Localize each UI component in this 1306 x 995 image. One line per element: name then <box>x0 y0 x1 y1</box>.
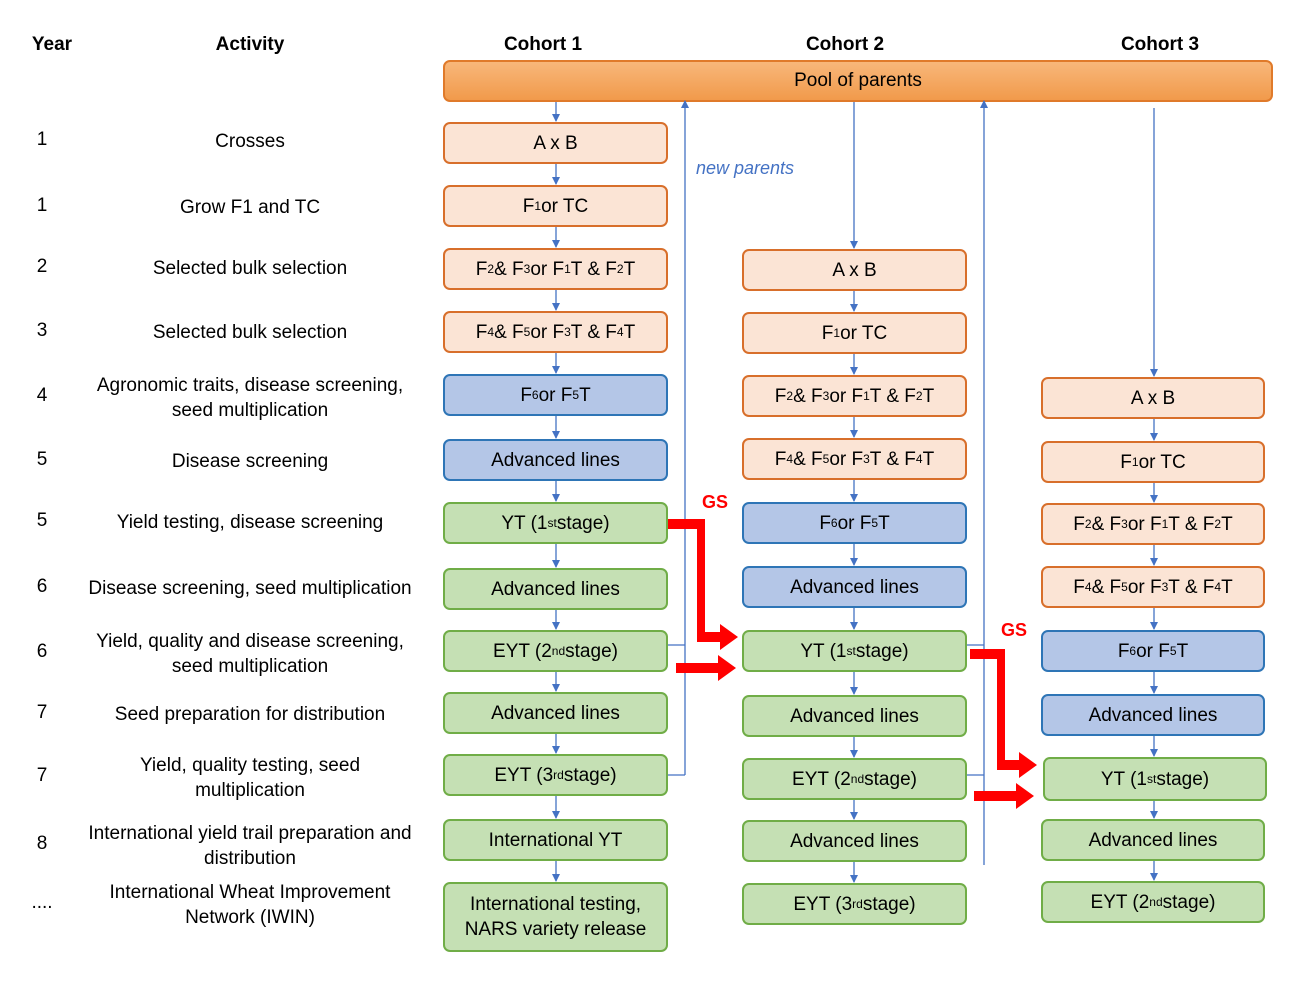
c1-adv3-box: Advanced lines <box>443 692 668 734</box>
activity-cell: International yield trail preparation an… <box>88 822 412 869</box>
c1-intyt-box: International YT <box>443 819 668 861</box>
pool-of-parents: Pool of parents <box>443 60 1273 102</box>
year-cell: 6 <box>36 641 48 662</box>
gs-straight-arrow-1 <box>676 655 736 681</box>
year-cell: 1 <box>36 129 48 150</box>
c1-adv1-box: Advanced lines <box>443 439 668 481</box>
cohort1-header: Cohort 1 <box>503 34 583 55</box>
activity-cell: Agronomic traits, disease screening, see… <box>96 374 404 421</box>
year-cell: 3 <box>36 320 48 341</box>
activity-header: Activity <box>215 34 285 55</box>
year-cell: 2 <box>36 256 48 277</box>
year-cell: 7 <box>36 765 48 786</box>
year-cell: 1 <box>36 195 48 216</box>
gs-straight-arrow-2 <box>974 783 1034 809</box>
c2-adv3-box: Advanced lines <box>742 820 967 862</box>
c2-adv1-box: Advanced lines <box>742 566 967 608</box>
c2-axb-box: A x B <box>742 249 967 291</box>
activity-cell: Crosses <box>215 131 285 152</box>
year-cell: 8 <box>36 833 48 854</box>
c3-adv1-box: Advanced lines <box>1041 694 1265 736</box>
c3-adv2-box: Advanced lines <box>1041 819 1265 861</box>
gs-label-2: GS <box>1001 620 1028 640</box>
year-cell: 5 <box>36 510 48 531</box>
year-cell: 6 <box>36 576 48 597</box>
c2-adv2-box: Advanced lines <box>742 695 967 737</box>
activity-cell: Selected bulk selection <box>152 258 348 279</box>
cohort2-header: Cohort 2 <box>805 34 885 55</box>
activity-cell: Selected bulk selection <box>152 322 348 343</box>
c3-axb-box: A x B <box>1041 377 1265 419</box>
gs-elbow-arrow-2 <box>970 649 1037 778</box>
c1-axb-box: A x B <box>443 122 668 164</box>
gs-elbow-arrow-1 <box>668 519 738 650</box>
year-header: Year <box>31 34 73 55</box>
year-cell: .... <box>31 892 53 913</box>
gs-label-1: GS <box>702 492 729 512</box>
year-cell: 7 <box>36 702 48 723</box>
activity-cell: Seed preparation for distribution <box>114 704 386 725</box>
c1-intl-box: International testing, NARS variety rele… <box>443 882 668 952</box>
activity-cell: Disease screening <box>171 451 329 472</box>
new-parents-label: new parents <box>696 158 795 178</box>
activity-cell: Grow F1 and TC <box>179 197 321 218</box>
cohort3-header: Cohort 3 <box>1120 34 1200 55</box>
activity-cell: Disease screening, seed multiplication <box>88 578 412 599</box>
year-cell: 4 <box>36 385 48 406</box>
activity-cell: International Wheat Improvement Network … <box>109 881 391 928</box>
activity-cell: Yield, quality testing, seed multiplicat… <box>139 754 361 801</box>
activity-cell: Yield testing, disease screening <box>116 512 384 533</box>
year-cell: 5 <box>36 449 48 470</box>
c1-adv2-box: Advanced lines <box>443 568 668 610</box>
activity-cell: Yield, quality and disease screening, se… <box>96 630 404 677</box>
